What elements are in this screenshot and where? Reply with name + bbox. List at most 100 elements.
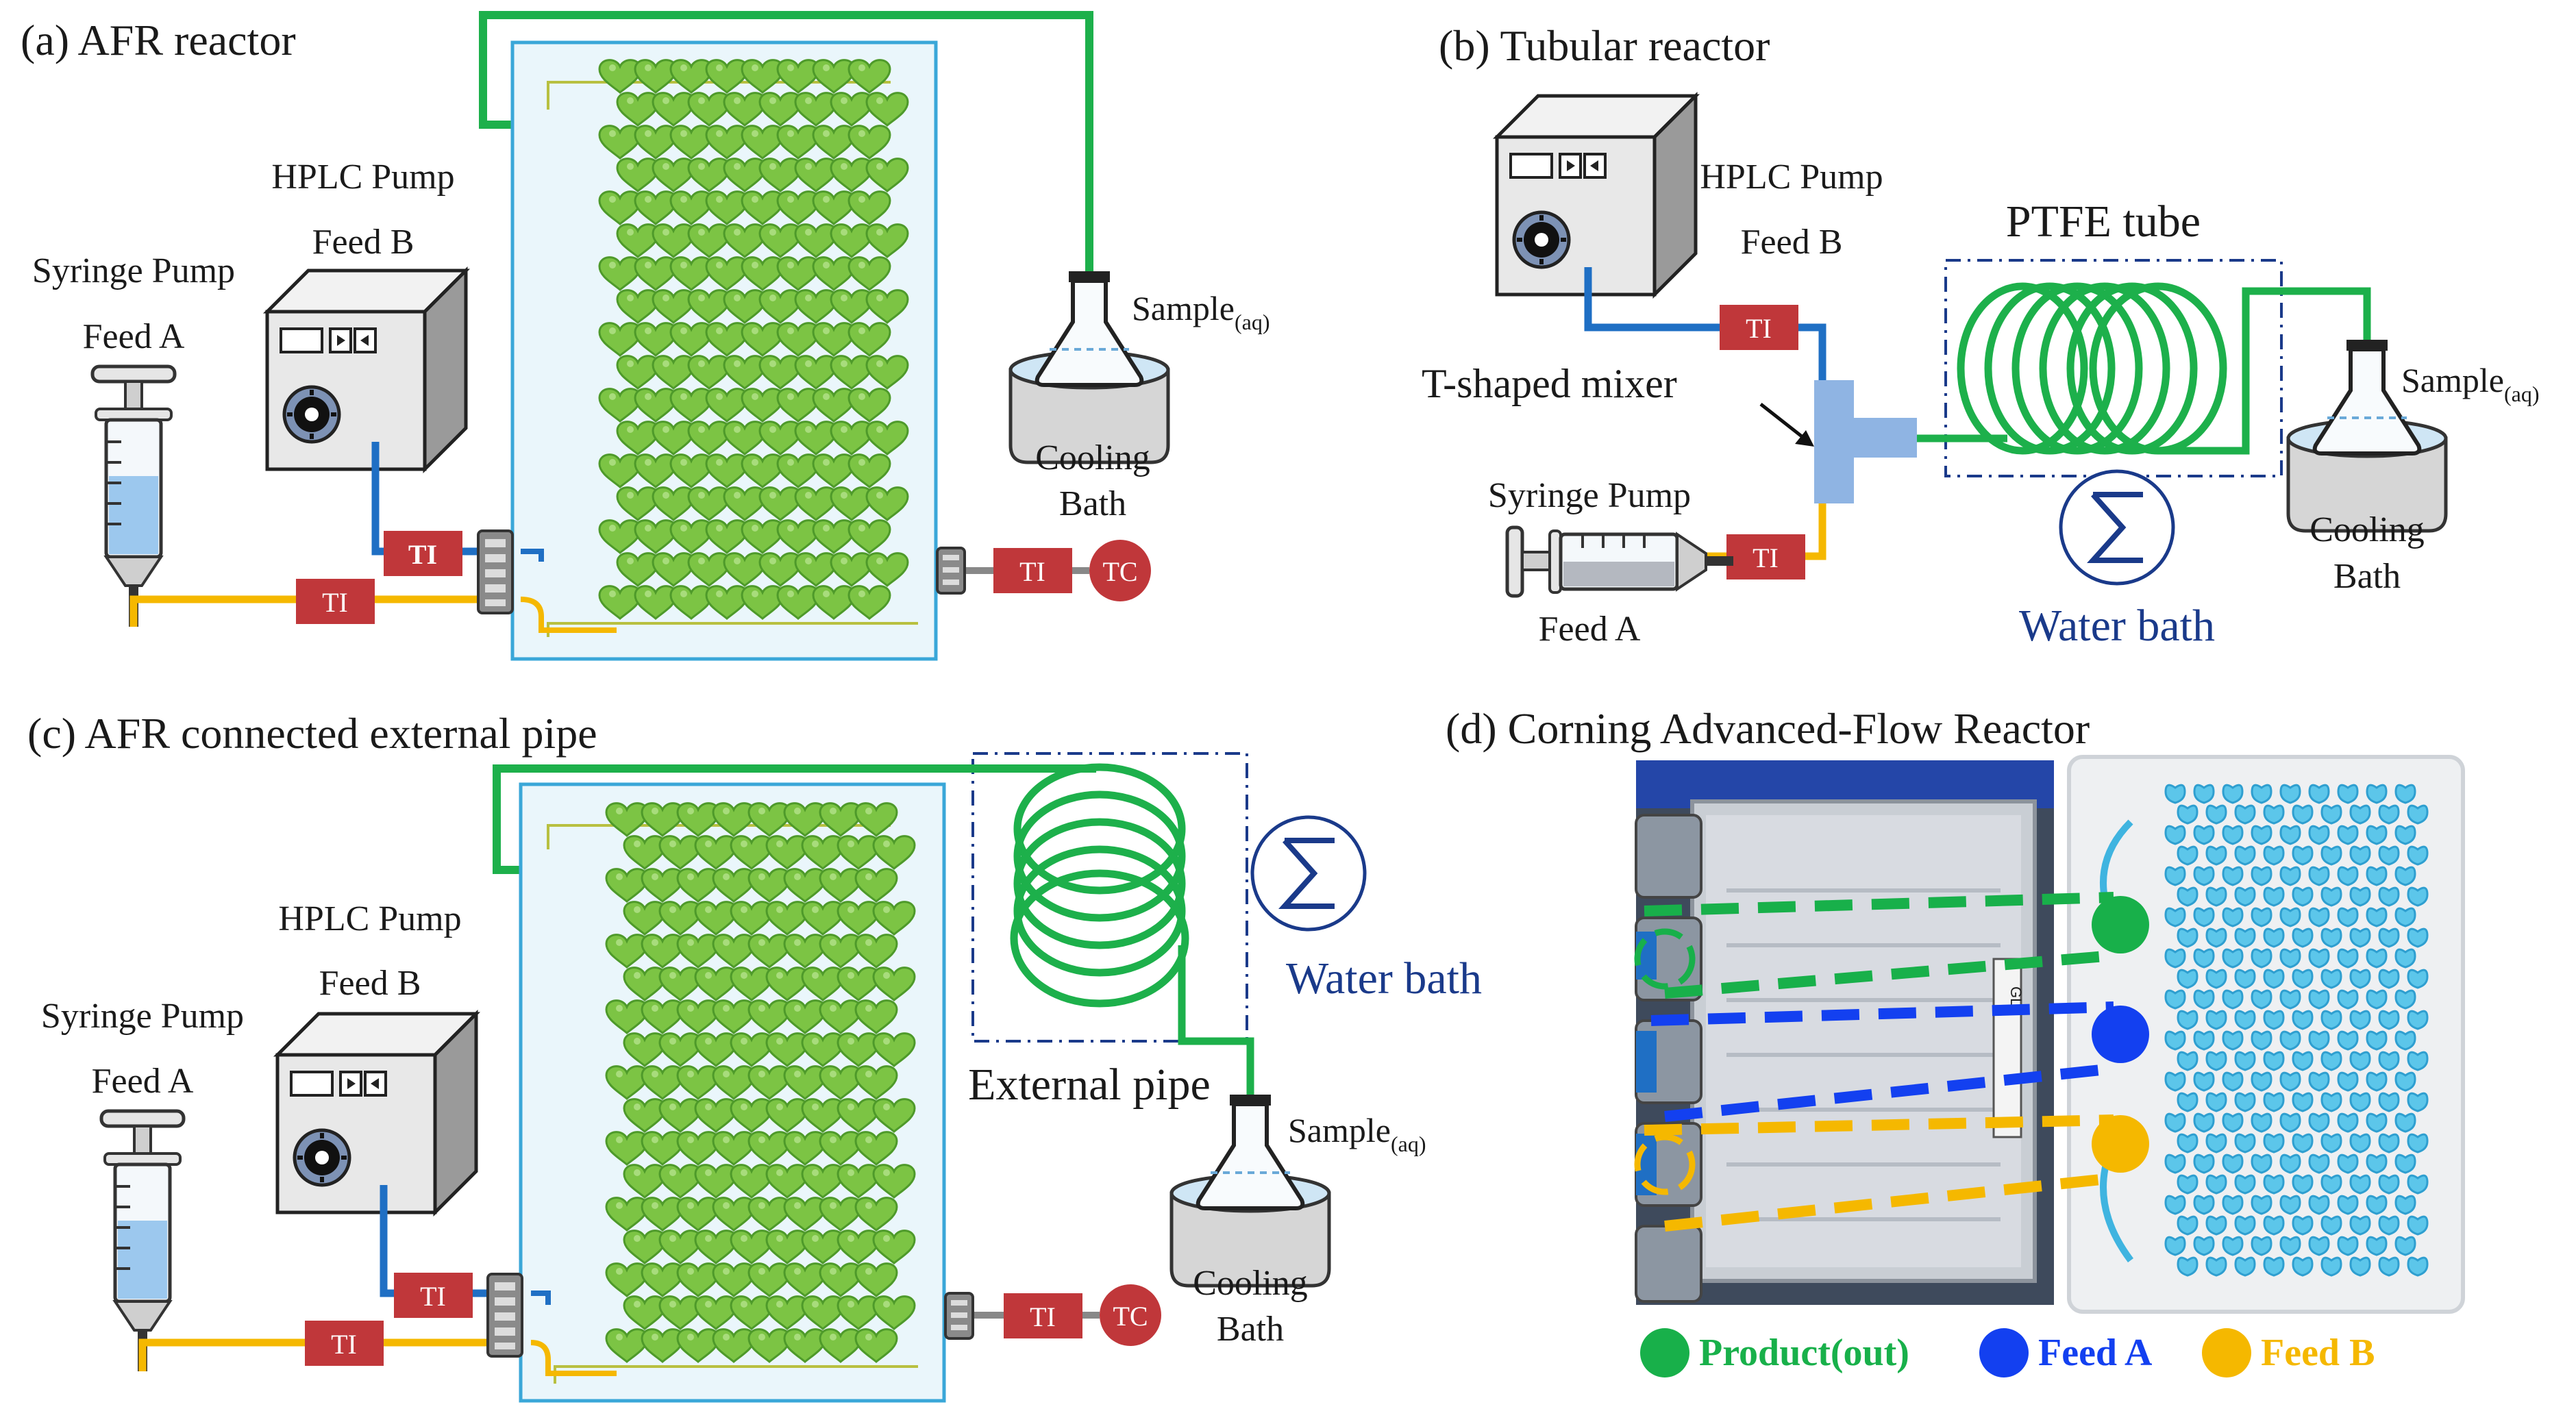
reactor-channel-element: [2308, 1236, 2330, 1256]
reactor-channel-element: [2378, 1051, 2400, 1071]
reactor-channel-element: [2366, 866, 2388, 886]
reactor-channel-element: [2378, 1215, 2400, 1236]
reactor-channel-element: [2222, 825, 2244, 845]
reactor-channel-element: [2308, 866, 2330, 886]
reactor-channel-element: [2234, 1010, 2256, 1030]
reactor-heart-grid: [605, 802, 916, 1363]
syringe-pump-label: Syringe Pump: [41, 997, 244, 1036]
reactor-channel-element: [2279, 948, 2301, 969]
bath-label: Bath: [1059, 484, 1126, 523]
reactor-channel-element: [2366, 1236, 2388, 1256]
syringe-icon: [1505, 525, 1733, 598]
reactor-channel-element: [2349, 1215, 2371, 1236]
sample-label: Sample(aq): [1288, 1111, 1426, 1156]
reactor-channel-element: [2177, 1174, 2199, 1195]
reactor-channel-element: [2407, 969, 2429, 989]
reactor-channel-element: [2407, 1010, 2429, 1030]
reactor-channel-element: [2366, 1030, 2388, 1051]
reactor-channel-element: [2263, 1010, 2285, 1030]
reactor-channel-element: [2378, 845, 2400, 866]
tc-controller: [1100, 1284, 1161, 1346]
reactor-channel-element: [2177, 1133, 2199, 1154]
reactor-channel-element: [2349, 1256, 2371, 1277]
reactor-channel-element: [2251, 948, 2272, 969]
cooling-label: Cooling: [1035, 438, 1150, 477]
reactor-channel-element: [2394, 907, 2416, 927]
reactor-channel-element: [2292, 845, 2314, 866]
reactor-channel-element: [2279, 784, 2301, 804]
reactor-channel-element: [2308, 1112, 2330, 1133]
reactor-channel-element: [2193, 1071, 2215, 1092]
reactor-channel-element: [2366, 784, 2388, 804]
tc-controller: [1089, 540, 1151, 601]
reactor-channel-element: [2308, 989, 2330, 1010]
tc-label: TC: [1113, 1301, 1148, 1332]
reactor-channel-element: [2320, 1174, 2342, 1195]
reactor-channel-element: [2320, 1256, 2342, 1277]
reactor-channel-element: [2292, 969, 2314, 989]
reactor-channel-element: [2251, 1112, 2272, 1133]
ptfe-tube-label: PTFE tube: [2006, 197, 2201, 247]
reactor-channel-element: [2378, 1133, 2400, 1154]
reactor-channel-element: [2193, 825, 2215, 845]
reactor-channel-element: [2337, 825, 2359, 845]
feed-b-port-marker: [2092, 1115, 2149, 1173]
reactor-channel-element: [2205, 1174, 2227, 1195]
ti-label: TI: [420, 1281, 446, 1312]
reactor-channel-element: [2263, 1051, 2285, 1071]
reactor-channel-element: [2394, 948, 2416, 969]
reactor-channel-element: [2279, 1112, 2301, 1133]
legend-product-swatch: [1640, 1328, 1689, 1377]
feed-b-label: Feed B: [312, 223, 414, 262]
reactor-channel-element: [2292, 1256, 2314, 1277]
reactor-channel-element: [2366, 1071, 2388, 1092]
reactor-channel-element: [2205, 1256, 2227, 1277]
reactor-channel-element: [2366, 948, 2388, 969]
external-pipe-label: External pipe: [968, 1060, 1211, 1110]
reactor-channel-element: [2366, 907, 2388, 927]
reactor-channel-element: [2279, 1154, 2301, 1174]
reactor-channel-element: [2251, 1030, 2272, 1051]
reactor-channel-element: [2292, 886, 2314, 907]
reactor-channel-element: [2349, 1133, 2371, 1154]
reactor-channel-element: [2349, 886, 2371, 907]
reactor-channel-element: [2164, 1112, 2186, 1133]
reactor-channel-element: [2263, 1133, 2285, 1154]
reactor-channel-element: [2234, 1051, 2256, 1071]
hplc-pump-icon: [277, 1014, 476, 1212]
reactor-channel-element: [2279, 989, 2301, 1010]
reactor-channel-element: [2263, 927, 2285, 948]
reactor-channel-element: [2234, 845, 2256, 866]
reactor-channel-element: [2279, 1236, 2301, 1256]
panel-c-title: (c) AFR connected external pipe: [27, 709, 597, 758]
reactor-channel-element: [2320, 1010, 2342, 1030]
reactor-channel-element: [2251, 989, 2272, 1010]
reactor-channel-element: [2320, 804, 2342, 825]
reactor-channel-element: [2407, 804, 2429, 825]
reactor-channel-element: [2320, 1215, 2342, 1236]
reactor-channel-element: [2292, 927, 2314, 948]
reactor-channel-element: [2337, 1071, 2359, 1092]
ti-sensor-b: [394, 1273, 473, 1318]
reactor-channel-element: [2205, 1092, 2227, 1112]
reactor-channel-element: [2292, 1092, 2314, 1112]
reactor-channel-element: [2164, 784, 2186, 804]
reactor-channel-element: [2320, 1092, 2342, 1112]
reactor-channel-element: [2222, 1236, 2244, 1256]
reactor-channel-element: [2337, 907, 2359, 927]
reactor-channel-element: [2337, 1154, 2359, 1174]
panel-d-title: (d) Corning Advanced-Flow Reactor: [1446, 704, 2090, 753]
sigma-icon: [2059, 469, 2175, 586]
ti-label: TI: [1030, 1301, 1056, 1332]
reactor-channel-element: [2177, 804, 2199, 825]
reactor-channel-element: [2193, 907, 2215, 927]
reactor-channel-element: [2407, 1174, 2429, 1195]
reactor-channel-element: [2234, 1256, 2256, 1277]
port-mapping-lines: [1644, 892, 2114, 1232]
ti-sensor-out: [1004, 1293, 1082, 1338]
reactor-channel-element: [2366, 825, 2388, 845]
reactor-channel-element: [2394, 989, 2416, 1010]
reactor-channel-element: [2251, 907, 2272, 927]
reactor-plate-photo: [2067, 755, 2465, 1314]
reactor-channel-element: [2205, 969, 2227, 989]
